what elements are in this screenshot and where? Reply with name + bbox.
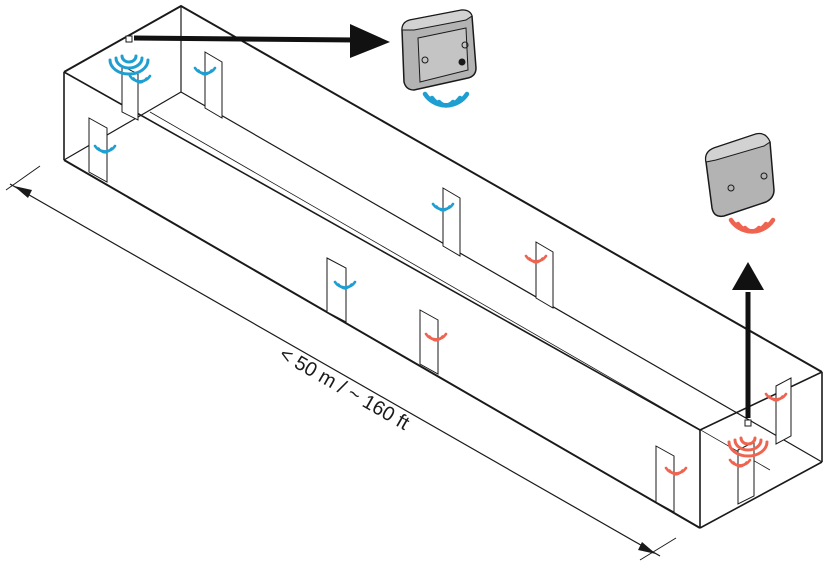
wireless-signal-icon <box>425 94 467 105</box>
door-icon <box>655 445 675 513</box>
red-signals <box>424 254 788 476</box>
door-icon <box>326 257 347 323</box>
wireless-signal-icon <box>731 220 773 231</box>
gateway-top-signal <box>425 94 467 105</box>
door-icon <box>535 241 554 309</box>
gateway-right-signal <box>731 220 773 231</box>
wireless-signal-icon <box>727 436 769 458</box>
ceiling-sensor-left <box>108 35 150 76</box>
door-icon <box>775 377 792 445</box>
gateway-device-right <box>704 132 775 218</box>
arrow-to-gateway-top <box>133 24 390 58</box>
door-icon <box>204 51 223 119</box>
dimension-line <box>5 165 677 561</box>
wireless-signal-icon <box>108 54 150 76</box>
arrow-to-gateway-right <box>732 262 764 418</box>
door-icon <box>442 187 461 257</box>
corridor-box <box>63 4 823 529</box>
gateway-device-top <box>401 9 477 91</box>
door-icon <box>419 309 439 375</box>
doors <box>88 51 792 513</box>
dimension-label: < 50 m / ~ 160 ft <box>276 343 414 435</box>
blue-signals <box>93 66 455 290</box>
ceiling-sensor-right <box>727 419 769 458</box>
